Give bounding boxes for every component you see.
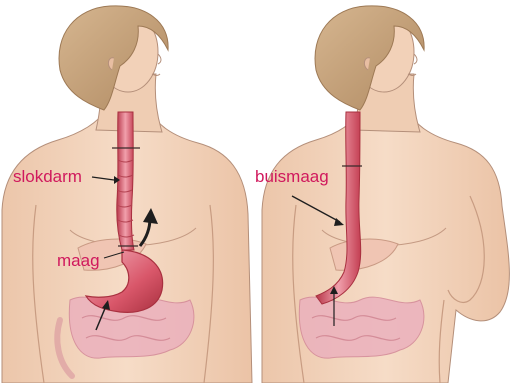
label-buismaag: buismaag [255, 167, 329, 187]
nose-right [414, 54, 417, 64]
label-slokdarm: slokdarm [13, 167, 82, 187]
nose-left [158, 54, 161, 64]
esophagus-left [117, 112, 134, 250]
figure-normal [2, 6, 252, 383]
label-maag: maag [57, 251, 100, 271]
figure-after-surgery [262, 6, 509, 383]
